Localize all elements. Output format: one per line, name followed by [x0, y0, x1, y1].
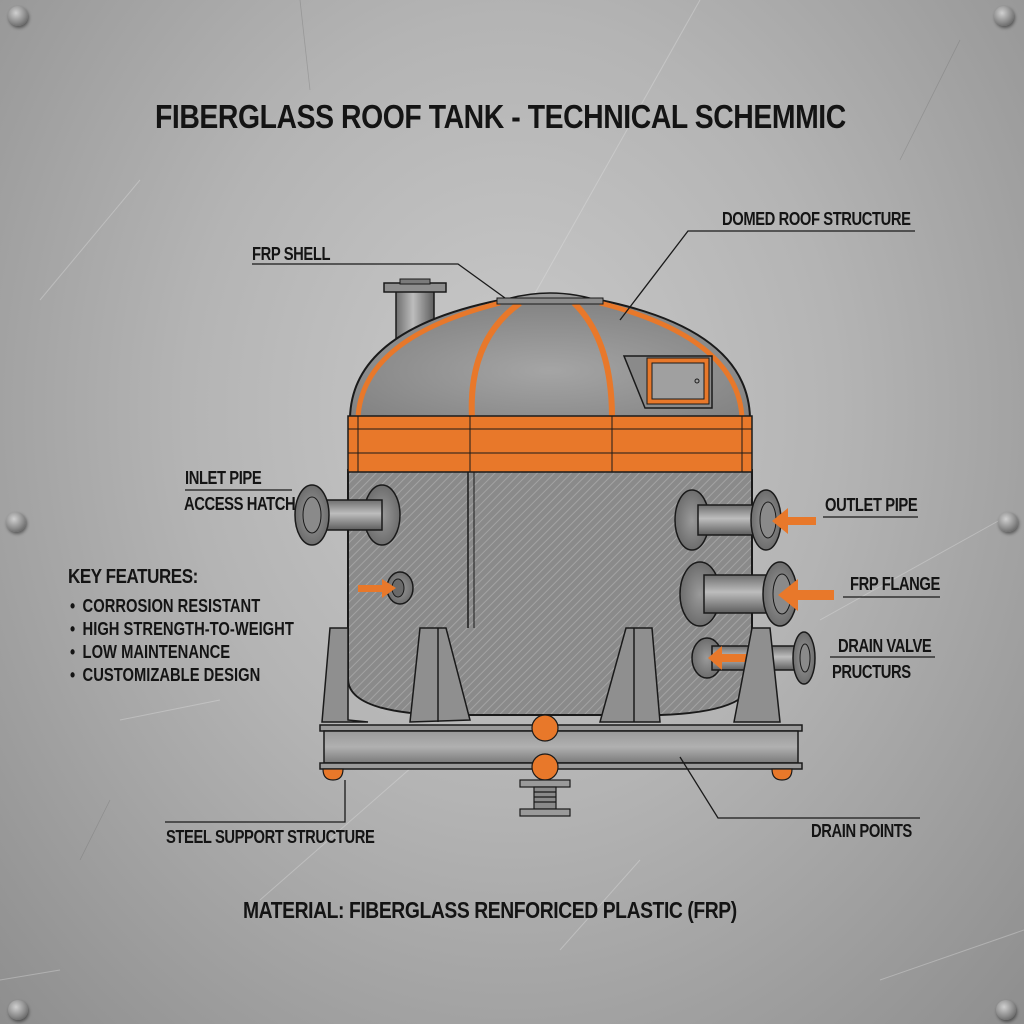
callout-drain-points: DRAIN POINTS	[811, 821, 912, 841]
feature-item: CORROSION RESISTANT	[70, 595, 294, 618]
callout-frp-flange: FRP FLANGE	[850, 574, 940, 594]
callout-domed-roof: DOMED ROOF STRUCTURE	[722, 209, 911, 229]
access-hatch-window	[622, 355, 713, 409]
callout-steel-support: STEEL SUPPORT STRUCTURE	[166, 827, 375, 847]
reinforcement-band	[347, 415, 753, 473]
callout-frp-shell: FRP SHELL	[252, 244, 331, 264]
arrow-icon	[708, 646, 748, 670]
arrow-icon	[778, 579, 834, 611]
support-legs	[321, 627, 781, 723]
callout-inlet-pipe: INLET PIPE	[185, 468, 262, 488]
key-features-list: CORROSION RESISTANT HIGH STRENGTH-TO-WEI…	[70, 595, 343, 687]
steel-support-beam	[319, 724, 803, 770]
rivet-icon	[8, 1000, 28, 1020]
material-caption: MATERIAL: FIBERGLASS RENFORICED PLASTIC …	[243, 897, 737, 923]
leader-lines	[165, 230, 940, 823]
outlet-pipe	[674, 489, 782, 551]
page-title: FIBERGLASS ROOF TANK - TECHNICAL SCHEMMI…	[155, 98, 846, 135]
arrow-icon	[358, 579, 396, 598]
key-features-heading: KEY FEATURES:	[68, 566, 198, 588]
leveling-screw	[519, 779, 571, 817]
feature-item: LOW MAINTENANCE	[70, 641, 294, 664]
rivet-icon	[6, 512, 26, 532]
drain-point-markers	[322, 714, 793, 781]
callout-pructurs: PRUCTURS	[832, 662, 911, 682]
callout-access-hatch: ACCESS HATCH	[184, 494, 296, 514]
inlet-pipe	[294, 484, 401, 546]
small-port	[386, 571, 414, 605]
callout-outlet-pipe: OUTLET PIPE	[825, 495, 918, 515]
callout-drain-valve: DRAIN VALVE	[838, 636, 932, 656]
arrow-icon	[772, 508, 816, 534]
rivet-icon	[8, 6, 28, 26]
rivet-icon	[996, 1000, 1016, 1020]
domed-roof	[348, 292, 752, 419]
rivet-icon	[994, 6, 1014, 26]
feature-item: HIGH STRENGTH-TO-WEIGHT	[70, 618, 294, 641]
frp-flange-pipe	[679, 561, 798, 627]
rivet-icon	[998, 512, 1018, 532]
feature-item: CUSTOMIZABLE DESIGN	[70, 664, 294, 687]
